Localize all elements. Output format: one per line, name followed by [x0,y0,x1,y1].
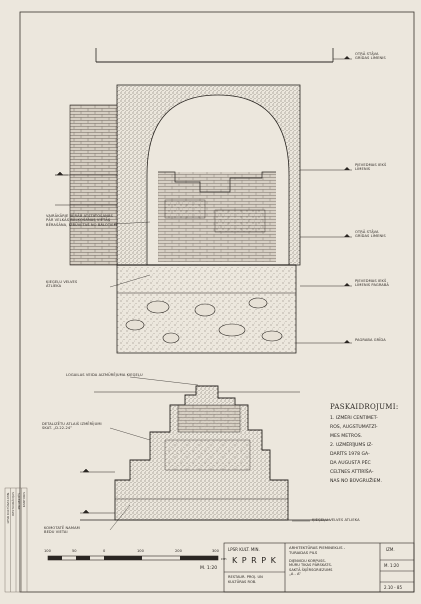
leaders-top [109,221,151,288]
label-vault-remnant-bottom: ĶIEĢEĻU VELVES ATLIEKA [312,518,360,522]
level-marks-left [55,171,115,514]
tb-project: ARHITEKTŪRAS PIEMINEKLIS - TURAIDAS PILS [289,545,346,555]
scale-tick-3: 100 [137,549,144,553]
scale-tick-5: 300 [212,549,219,553]
label-beam-pockets: VAIRĀKĀRIE BĒRĀU ATSTATOŠANAS PĀR VELKĀS… [46,214,117,227]
tb-object: DIENVIDU KORPUSS. MŪRU TIKAS PĀRSKATS. S… [289,559,333,577]
left-brick-wall [55,104,118,266]
tb-org-sub: RESTAUR. PROJ. UN KULTŪRAS ROB. [228,575,263,584]
label-upper-floor-level: OTRĀ STĀVA GRĪDAS LĪMENIS [355,52,386,61]
label-window-infill: LOGAILAS VEIDA AIZMŪRĒJUMA ĶIEĢEĻU [66,373,143,377]
scale-tick-2: 0 [103,549,106,553]
tb-scale: M. 1:20 [384,563,399,568]
leaders-bottom [109,376,310,531]
label-foundation-note: KOMOTATĒ NAMAM BEDU VIETAI [44,526,80,535]
scale-tick-4: 200 [175,549,182,553]
level-lines-top [296,58,352,344]
scale-bar [47,555,219,561]
top-slab [95,48,334,63]
stamp-line-1: LPSR KULTŪRAS MIN. [5,492,10,524]
upper-foundation [116,264,297,354]
lower-wall-section [80,385,330,521]
label-cellar-floor: PAGRABA GRĪDA [355,338,386,342]
label-second-floor-level: OTRĀ STĀVA GRĪDAS LĪMENIS [355,230,386,239]
tb-sheet-label: IZM. [386,547,395,552]
notes-title: PASKAIDROJUMI: [330,403,399,411]
upper-wall-section [116,84,301,266]
stamp-line-4: KANTORIS [22,492,26,508]
notes-body: 1. IZMĒRI CENTIMET- ROS, AUGSTUMATZĪ- ME… [330,416,382,484]
label-vault-remnant-top: ĶIEĢEĻU VELVES ATLIEKA [46,280,78,289]
stamp-line-2: RESTAURĀCIJAS [11,492,15,516]
archive-stamp [4,487,28,593]
scale-unit: cm [221,557,227,561]
tb-org: LPSR KULT. MIN. [228,547,260,552]
level-marks-top [344,56,350,343]
label-ramp-level: PIEVEDMAS IEKŠ LĪMENIS [355,163,387,172]
label-cellar-ramp-level: PIEVEDMAS IEKŠ LĪMENIS PAGRABĀ [355,279,389,288]
scale-tick-0: 100 [44,549,51,553]
tb-office: K P R P K [232,556,277,565]
tb-sheet-no: 2.10 - 85 [384,585,402,590]
scale-ratio: M. 1:20 [200,566,218,571]
stamp-line-3: PROJEKTĒŠ. [16,492,21,510]
label-detail-ref: DETALIZĒTU ATLAIŠ IZMĒRĪJUMI SKAT. „D.22… [42,422,102,431]
title-block [223,542,415,593]
scale-tick-1: 50 [72,549,77,553]
